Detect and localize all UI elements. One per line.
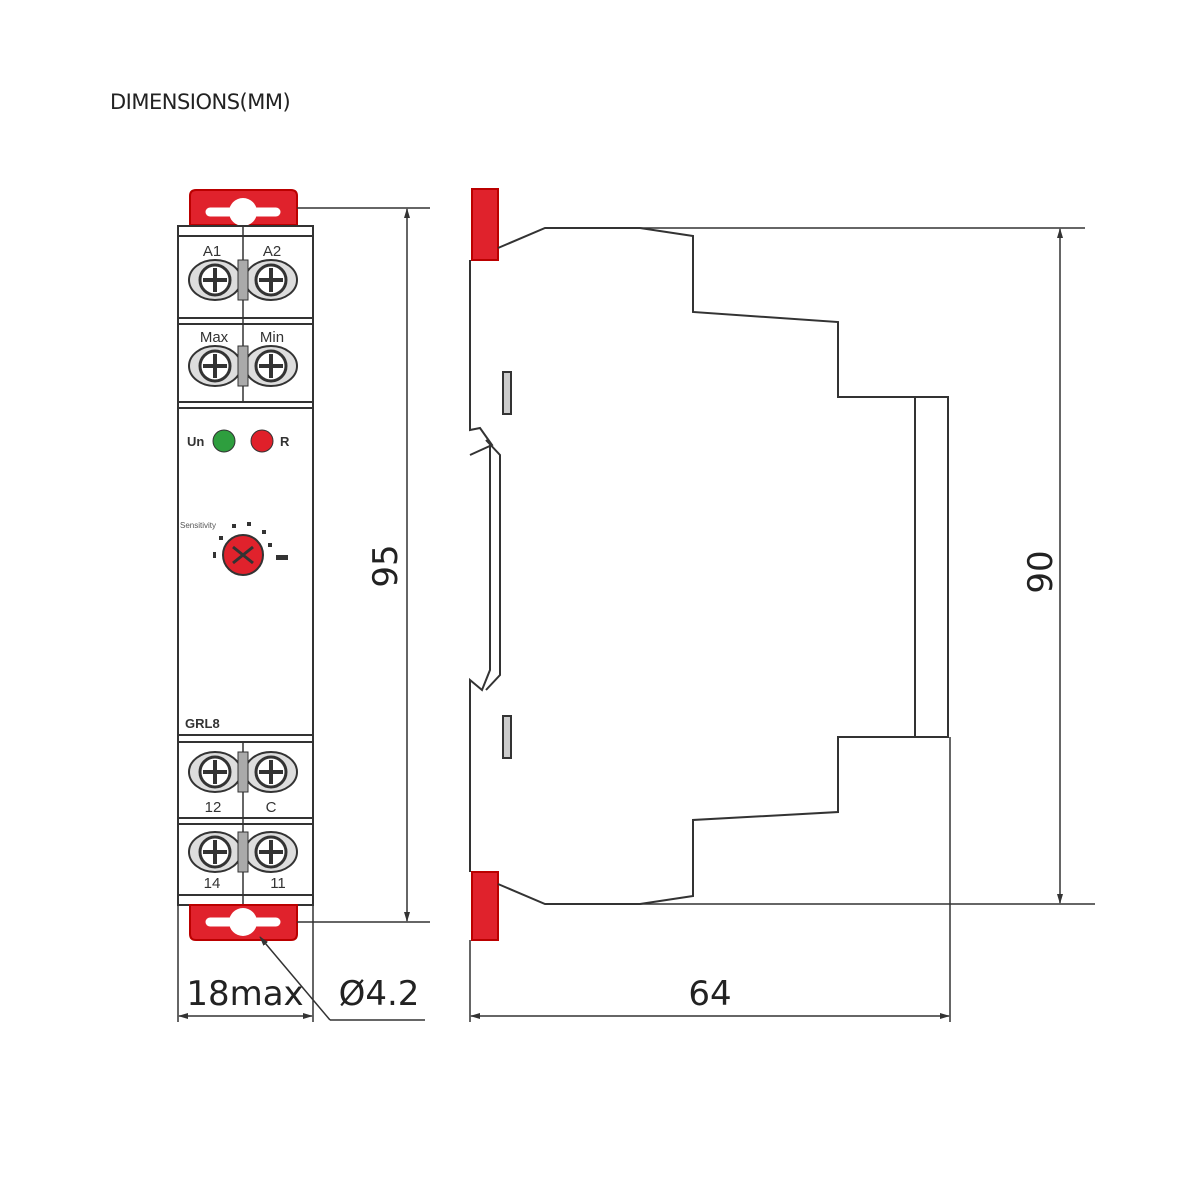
terminal-screws-a1-a2 bbox=[187, 258, 299, 302]
drawing-title: DIMENSIONS(MM) bbox=[110, 90, 291, 114]
terminal-label: A1 bbox=[203, 243, 221, 260]
dimension-90 bbox=[640, 227, 1095, 905]
dimension-label-hole: Ø4.2 bbox=[339, 974, 420, 1014]
terminal-screws-12-c bbox=[187, 750, 299, 794]
dimension-95 bbox=[297, 207, 430, 923]
sensitivity-knob-icon bbox=[213, 522, 288, 576]
led-label-un: Un bbox=[187, 434, 204, 449]
dimension-label-90: 90 bbox=[1021, 550, 1061, 593]
relay-led-icon bbox=[250, 429, 274, 453]
power-led-icon bbox=[212, 429, 236, 453]
terminal-label: C bbox=[266, 799, 277, 816]
led-label-r: R bbox=[280, 434, 290, 449]
dimension-label-95: 95 bbox=[366, 544, 406, 587]
terminal-label: A2 bbox=[263, 243, 281, 260]
knob-label: Sensitivity bbox=[180, 521, 216, 530]
terminal-screws-14-11 bbox=[187, 830, 299, 874]
side-top-clip bbox=[471, 188, 499, 261]
terminal-label: 11 bbox=[270, 875, 286, 892]
terminal-screws-max-min bbox=[187, 344, 299, 388]
side-view bbox=[469, 188, 949, 941]
dimension-label-64: 64 bbox=[688, 974, 731, 1014]
terminal-label: 14 bbox=[204, 875, 221, 892]
terminal-label: Min bbox=[260, 329, 284, 346]
terminal-label: Max bbox=[200, 329, 229, 346]
dimension-18 bbox=[177, 905, 425, 1022]
dimension-label-18max: 18max bbox=[186, 974, 303, 1014]
terminal-label: 12 bbox=[205, 799, 222, 816]
model-label: GRL8 bbox=[185, 716, 220, 731]
side-bottom-clip bbox=[471, 871, 499, 941]
dimension-64 bbox=[469, 737, 951, 1022]
